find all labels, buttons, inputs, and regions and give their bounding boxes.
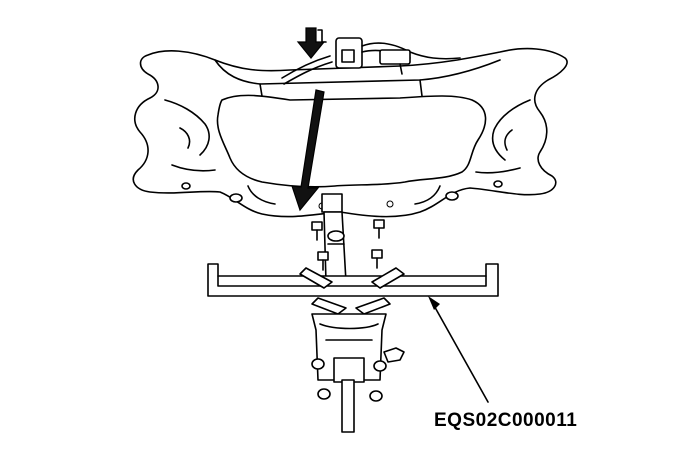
support-jig-bar: [207, 263, 499, 315]
leader-arrow: [428, 296, 489, 403]
bolt-icon: [371, 249, 383, 269]
jack-adapter-post: [321, 193, 347, 283]
subframe: [132, 47, 568, 218]
lowering-arrow-icon: [291, 89, 325, 212]
bolt-icon: [317, 251, 329, 271]
figure-reference-code: EQS02C000011: [434, 410, 578, 431]
bolt-icon: [373, 219, 385, 239]
bolt-icon: [311, 221, 323, 241]
mounting-bolts: [311, 219, 385, 271]
wire-harness-connector: [281, 37, 461, 85]
disconnect-arrow-icon: [296, 27, 327, 59]
transmission-jack: [311, 313, 405, 433]
